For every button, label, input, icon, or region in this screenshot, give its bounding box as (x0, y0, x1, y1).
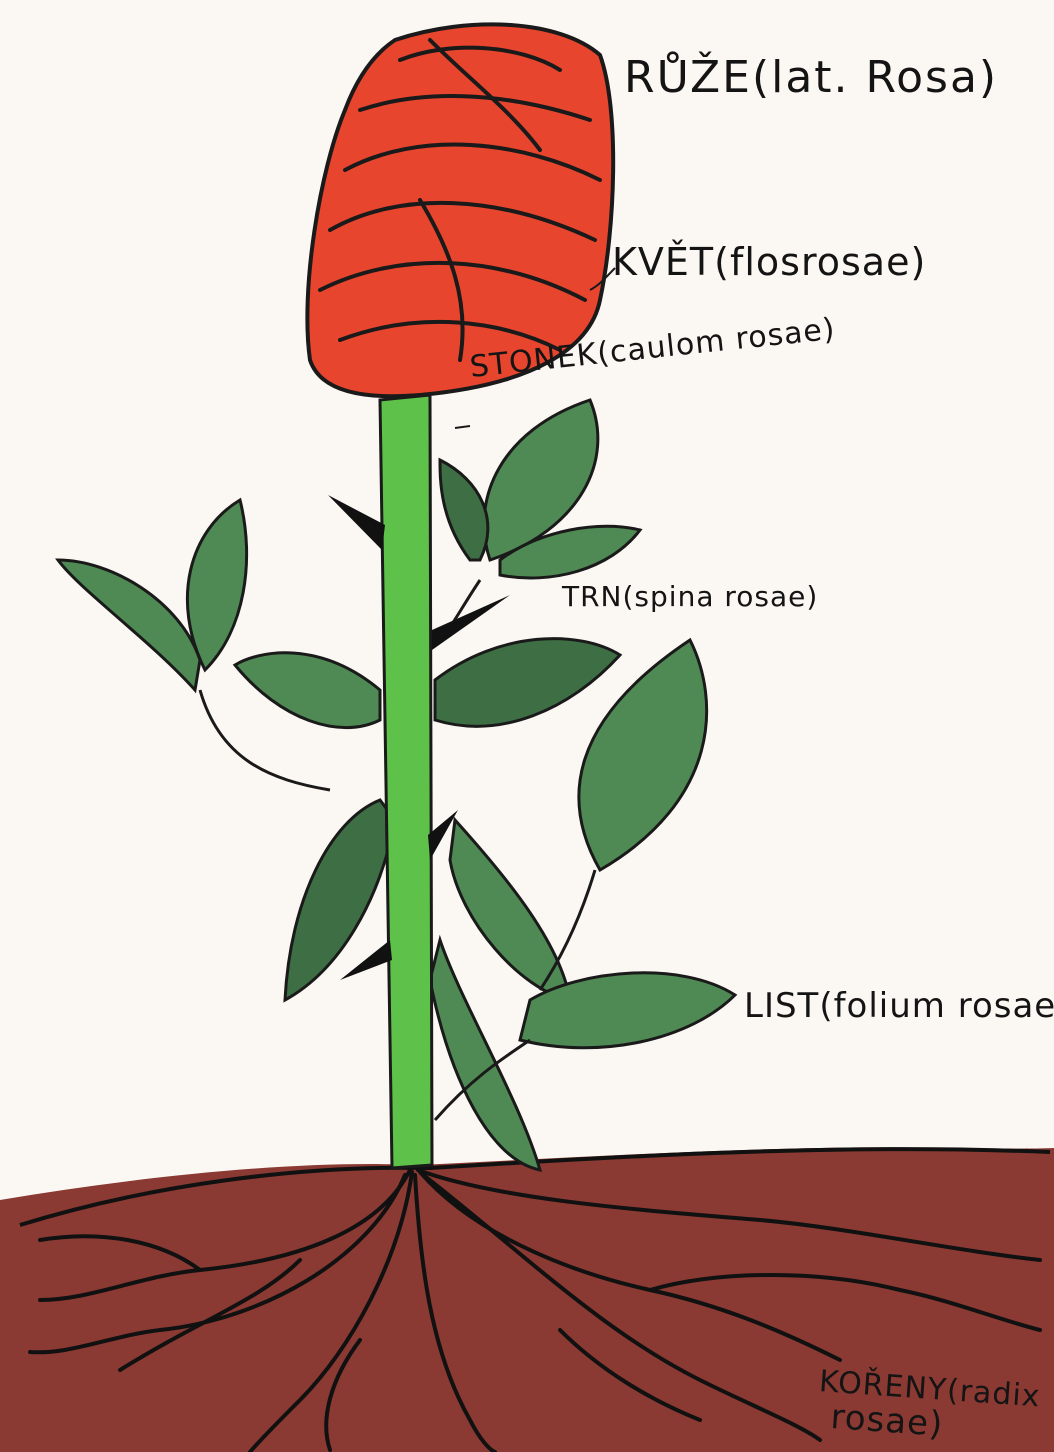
leaf (58, 560, 200, 690)
stem (380, 395, 432, 1168)
page-title: RŮŽE(lat. Rosa) (624, 52, 998, 103)
leaf (435, 639, 620, 727)
leaf (440, 460, 488, 560)
leaf (187, 500, 246, 670)
thorn (328, 495, 385, 550)
leaf (285, 800, 395, 1000)
thorn (340, 940, 392, 980)
thorn (432, 595, 510, 650)
stem-leader (455, 426, 470, 428)
label-thorn: TRN(spina rosae) (562, 580, 818, 613)
label-flower: KVĚT(flosrosae) (612, 240, 926, 284)
label-leaf: LIST(folium rosae) (744, 986, 1054, 1026)
leaf (235, 653, 380, 728)
label-roots: KOŘENY(radix rosae) (816, 1364, 1042, 1448)
